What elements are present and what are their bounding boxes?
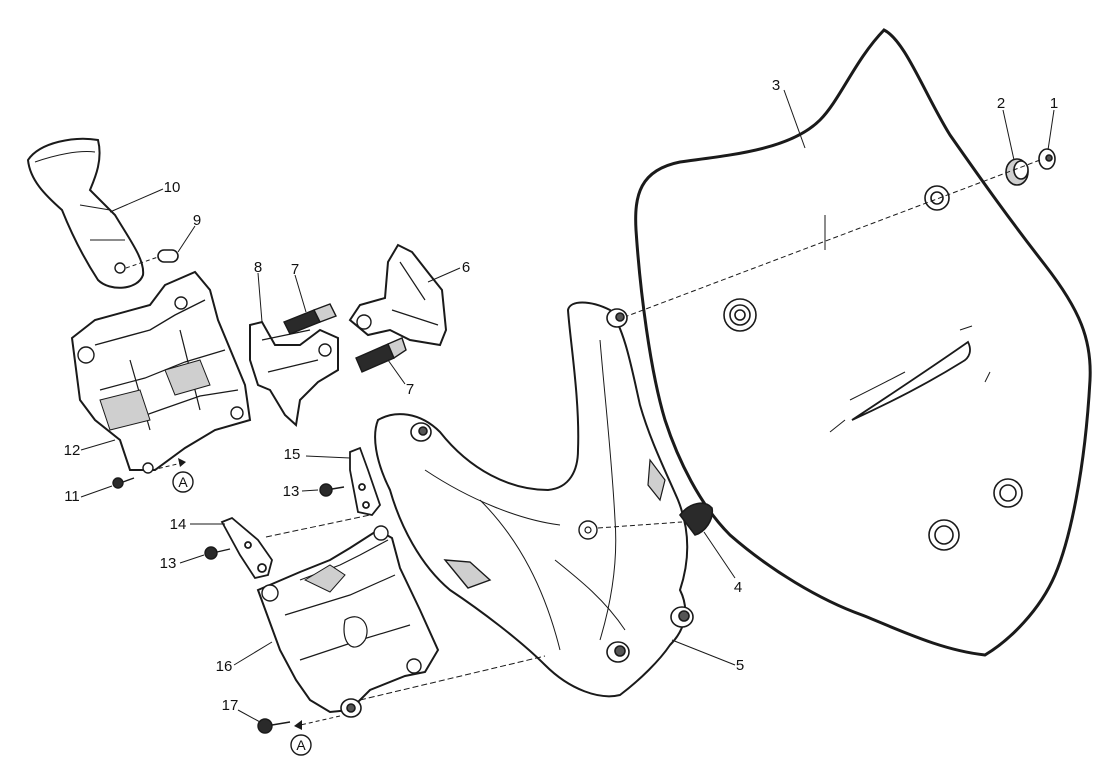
callout-2: 2 <box>997 95 1005 112</box>
windscreen-part-3 <box>634 28 1092 657</box>
callout-10: 10 <box>164 179 181 196</box>
mount-plate-part-6 <box>348 243 448 347</box>
bracket-stud-right <box>670 606 694 628</box>
windscreen-grommet-lower-left <box>928 519 960 551</box>
assembly-line-bracket-15 <box>265 514 371 538</box>
callout-5: 5 <box>736 657 744 674</box>
callout-11: 11 <box>64 488 80 505</box>
small-bracket-part-15 <box>349 446 382 516</box>
windscreen-grommet-upper <box>924 185 950 211</box>
callout-1: 1 <box>1050 95 1058 112</box>
callout-3: 3 <box>772 77 780 94</box>
view-marker-a-upper: A <box>151 458 194 493</box>
callout-12: 12 <box>64 442 81 459</box>
screw-part-7-upper <box>283 303 337 335</box>
bolt-part-11 <box>112 477 135 489</box>
callout-7-lower: 7 <box>406 381 414 398</box>
callout-13-upper: 13 <box>283 483 300 500</box>
screw-part-7-lower <box>355 337 407 373</box>
callout-16: 16 <box>216 658 233 675</box>
support-16-stud <box>340 698 362 718</box>
windscreen-grommet-left <box>723 298 757 332</box>
bracket-stud-top <box>606 308 628 328</box>
callout-14: 14 <box>170 516 187 533</box>
callout-4: 4 <box>734 579 742 596</box>
rubber-cap-part-4 <box>678 502 714 536</box>
callout-15: 15 <box>284 446 301 463</box>
screw-part-1 <box>1038 148 1056 170</box>
callout-13-lower: 13 <box>160 555 177 572</box>
assembly-line-screen <box>621 159 1041 319</box>
bracket-stud-bottom <box>606 641 630 663</box>
callout-9: 9 <box>193 212 201 229</box>
assembly-line-plug <box>125 256 159 269</box>
assembly-line-cap <box>597 521 683 529</box>
windscreen-grommet-lower-right <box>993 478 1023 508</box>
leader-lines <box>80 89 1055 723</box>
support-part-12 <box>70 270 252 474</box>
bracket-stud-left <box>410 422 432 442</box>
view-marker-a-lower-label: A <box>296 737 306 753</box>
view-marker-a-lower: A <box>290 715 341 756</box>
bolt-part-17 <box>257 718 291 734</box>
bolt-part-13-upper <box>319 483 345 497</box>
callout-8: 8 <box>254 259 262 276</box>
small-bracket-part-14 <box>220 516 273 580</box>
callout-17: 17 <box>222 697 239 714</box>
cover-part-10 <box>26 137 145 289</box>
main-bracket-part-5 <box>374 301 689 698</box>
assembly-line-support <box>359 655 546 701</box>
callout-7-upper: 7 <box>291 261 299 278</box>
callout-6: 6 <box>462 259 470 276</box>
callout-labels: 1 2 3 4 5 6 7 7 8 9 10 11 12 13 13 14 15… <box>64 77 1059 714</box>
mount-plate-part-8 <box>249 320 339 427</box>
support-part-16 <box>256 525 440 714</box>
bolt-part-13-lower <box>204 546 231 560</box>
view-marker-a-upper-label: A <box>178 474 188 490</box>
plug-part-9 <box>157 249 179 263</box>
